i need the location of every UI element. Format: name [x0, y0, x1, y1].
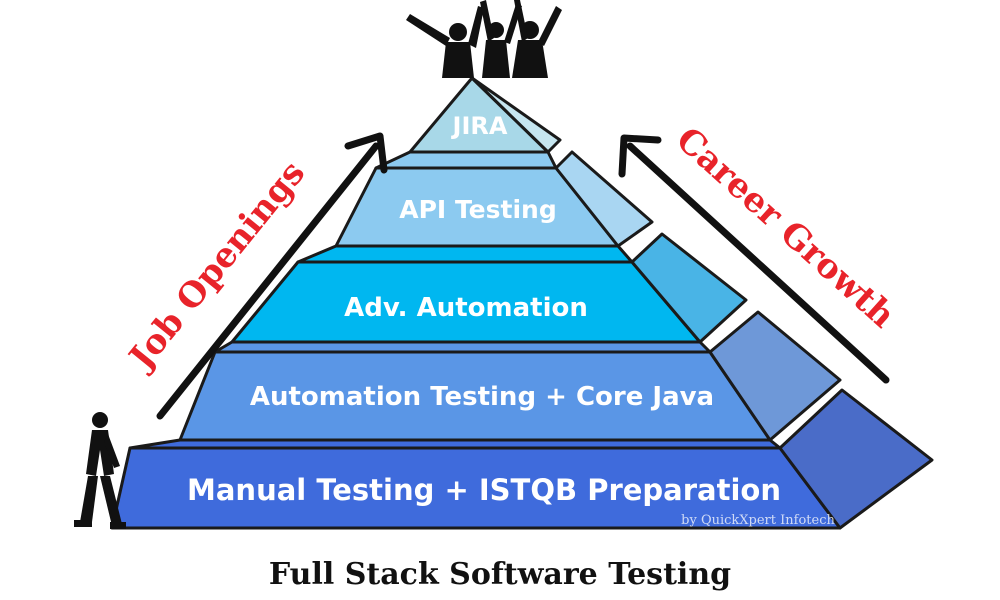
- up-arrow-icon-left: [156, 132, 388, 420]
- tier-4-base-ledge: [128, 438, 782, 450]
- tier-4-label: Automation Testing + Core Java: [250, 382, 714, 412]
- tier-4-side-face: [708, 310, 842, 442]
- tier-5-label: Manual Testing + ISTQB Preparation: [187, 473, 781, 507]
- walking-man-icon: [74, 412, 126, 529]
- tier-3-label: Adv. Automation: [344, 293, 588, 323]
- tier-1-label: JIRA: [451, 112, 508, 140]
- up-arrow-icon-right: [618, 134, 890, 384]
- credit-text: by QuickXpert Infotech: [681, 513, 835, 528]
- celebrating-people-icon: [406, 0, 562, 78]
- tier-manual-testing: Manual Testing + ISTQB Preparation: [110, 388, 934, 530]
- tier-adv-automation: Adv. Automation: [213, 232, 748, 354]
- tier-1-base-ledge: [374, 150, 558, 170]
- tier-3-base-ledge: [213, 340, 712, 354]
- tier-1-side-face: [470, 76, 562, 154]
- tier-2-label: API Testing: [399, 195, 556, 224]
- tier-3-side-face: [630, 232, 748, 344]
- tier-2-side-face: [554, 150, 654, 248]
- diagram-title: Full Stack Software Testing: [269, 557, 731, 592]
- tier-jira: JIRA: [374, 76, 562, 170]
- tier-api-testing: API Testing: [296, 150, 654, 264]
- tier-5-side-face: [778, 388, 934, 530]
- tier-2-base-ledge: [296, 244, 634, 264]
